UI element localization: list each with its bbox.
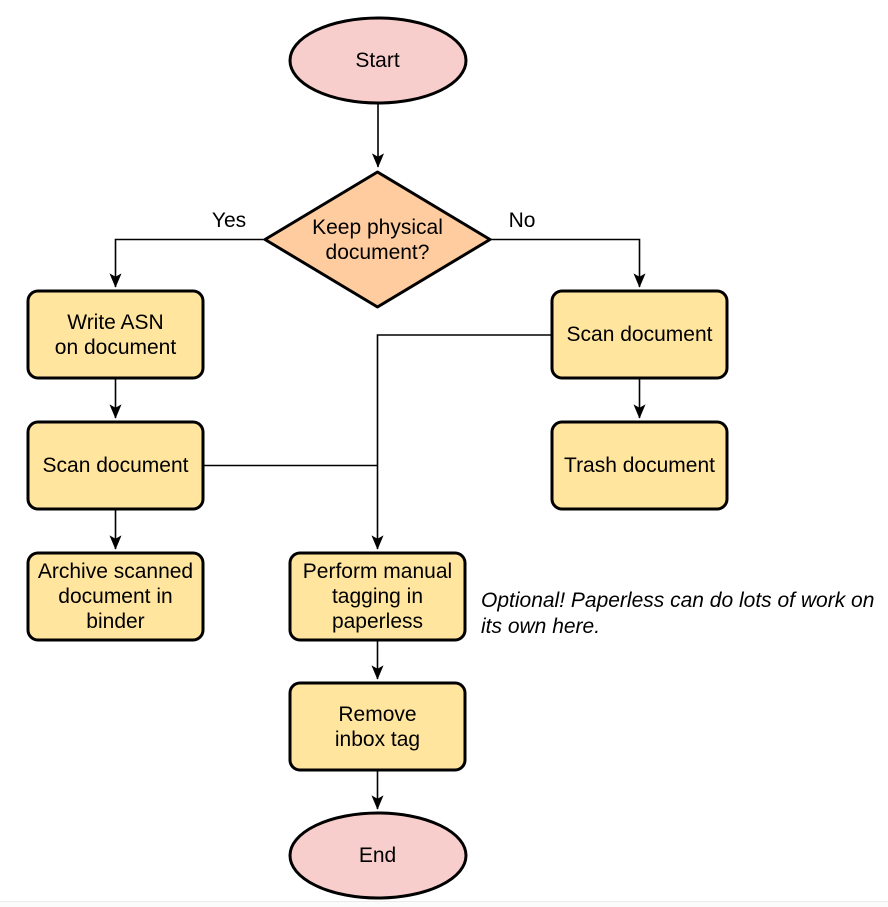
node-shapes	[26, 16, 729, 900]
connector-scanright-to-tagging	[371, 334, 552, 550]
end-terminal-shape	[288, 811, 468, 900]
bottom-page-edge	[0, 901, 888, 907]
optional-note: Optional! Paperless can do lots of work …	[481, 589, 875, 638]
connector-decision-yes	[109, 238, 266, 288]
connectors	[109, 103, 646, 810]
archive-document-shape	[26, 551, 205, 642]
scan-document-left-shape	[26, 420, 205, 511]
decision-diamond-shape	[263, 170, 492, 309]
trash-document-shape	[550, 420, 729, 511]
connector-decision-no	[489, 238, 646, 288]
manual-tagging-shape	[288, 551, 467, 642]
scan-document-right-shape	[550, 289, 729, 380]
start-terminal-shape	[288, 16, 468, 105]
write-asn-shape	[26, 289, 205, 380]
remove-inbox-tag-shape	[288, 681, 467, 772]
